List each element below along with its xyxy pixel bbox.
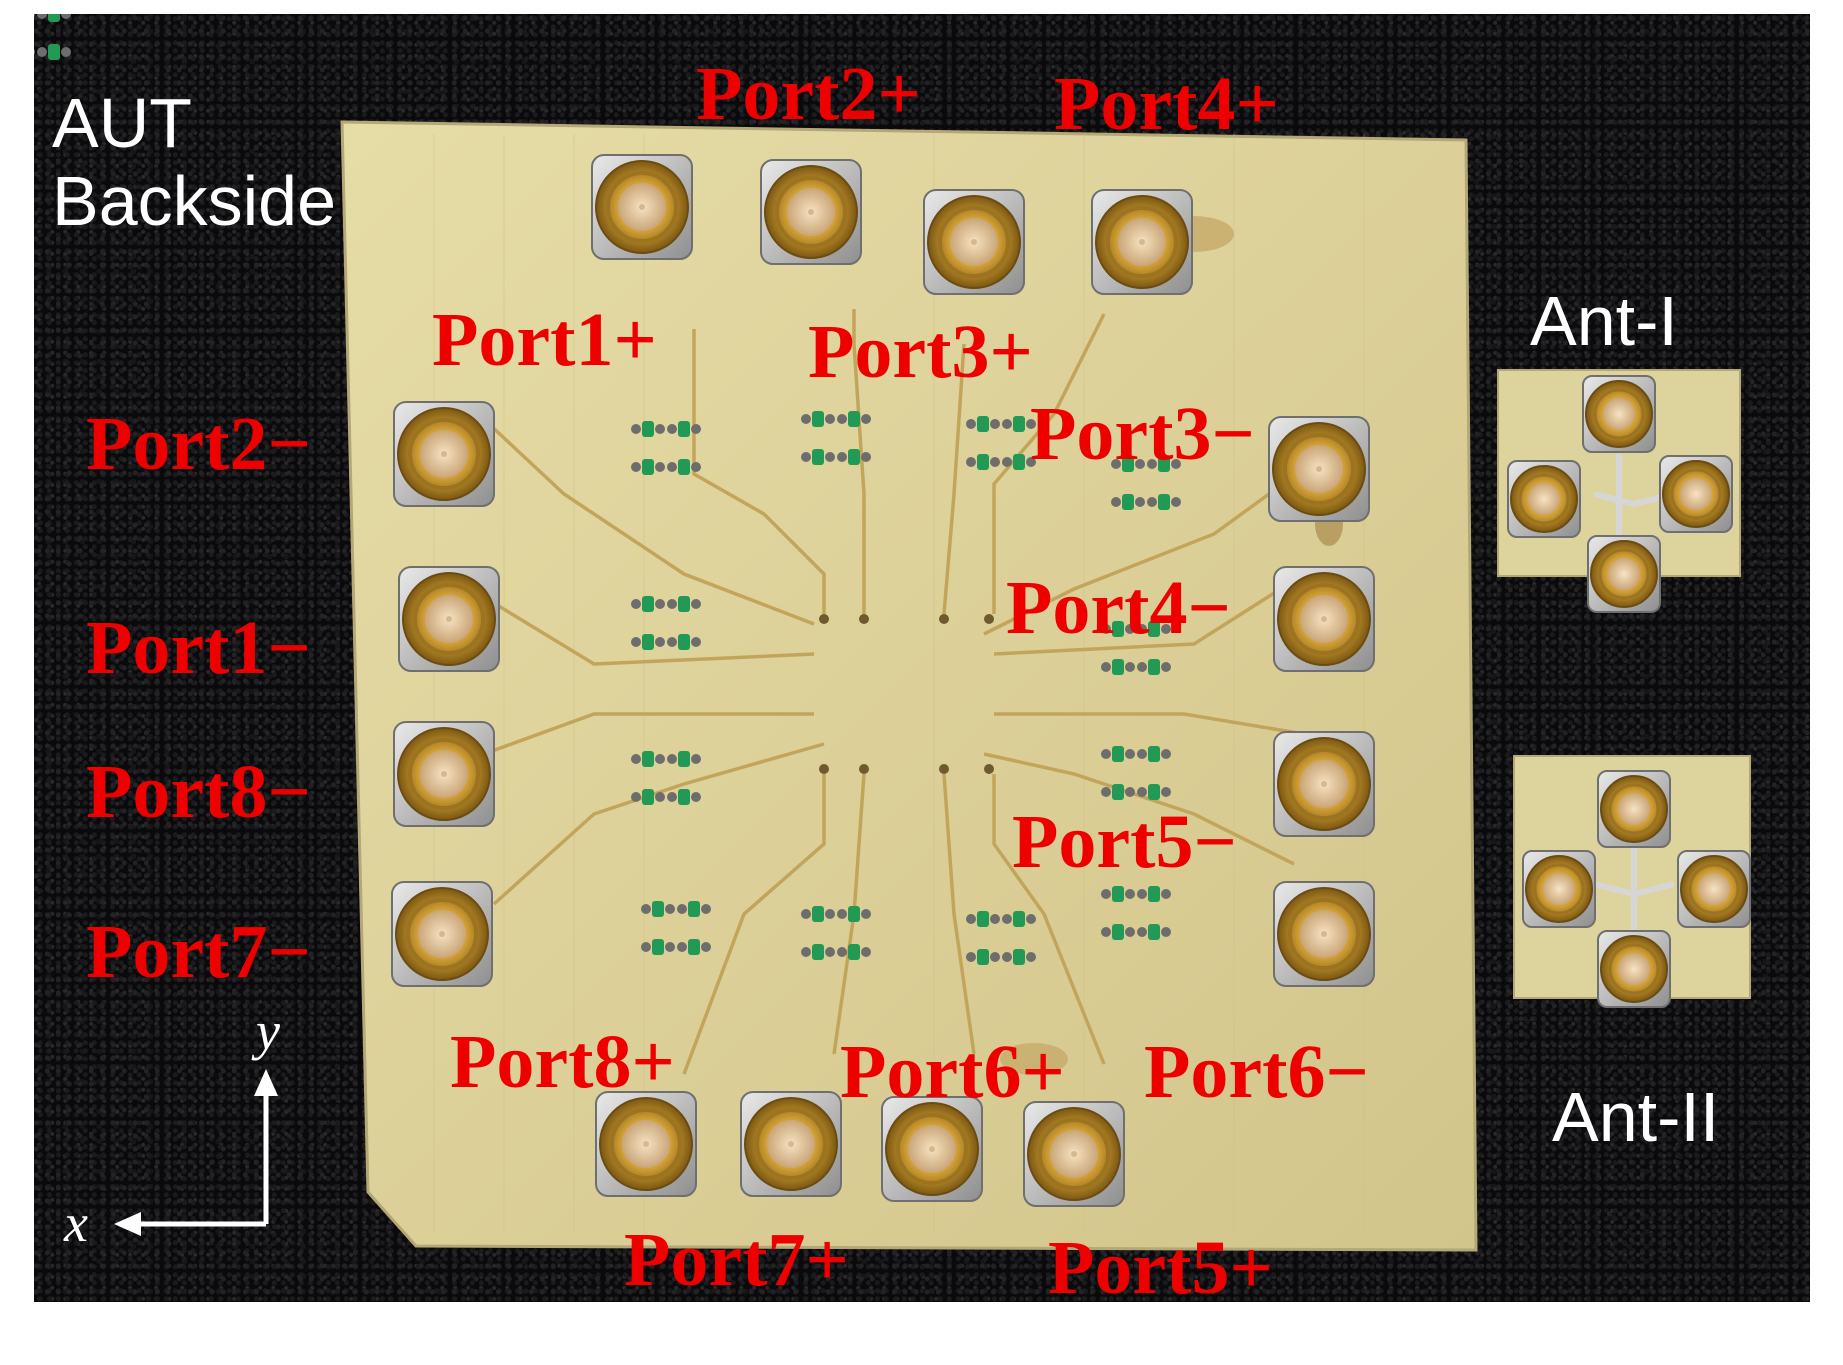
port6-plus-label: Port6+ — [840, 1030, 1065, 1114]
port7-minus-label: Port7− — [86, 910, 311, 994]
ant-i-label: Ant-I — [1530, 282, 1678, 360]
port3-plus-label: Port3+ — [808, 310, 1033, 394]
port7-plus-label: Port7+ — [624, 1218, 849, 1302]
port4-minus-label: Port4− — [1006, 566, 1231, 650]
aut-title: AUT — [52, 84, 192, 162]
port6-minus-label: Port6− — [1144, 1030, 1369, 1114]
port1-minus-label: Port1− — [86, 606, 311, 690]
port8-plus-label: Port8+ — [450, 1020, 675, 1104]
port3-minus-label: Port3− — [1030, 392, 1255, 476]
center-vias — [819, 614, 994, 774]
port4-plus-label: Port4+ — [1054, 62, 1279, 146]
coordinate-axes — [114, 1069, 278, 1236]
scene-svg — [34, 14, 1752, 1252]
balun-components — [34, 14, 1181, 965]
port8-minus-label: Port8− — [86, 750, 311, 834]
ant-i-board — [1497, 369, 1741, 614]
backside-title: Backside — [52, 162, 337, 240]
ant-ii-label: Ant-II — [1552, 1078, 1720, 1156]
axis-y-label: y — [256, 1001, 280, 1061]
port5-minus-label: Port5− — [1012, 800, 1237, 884]
port2-plus-label: Port2+ — [696, 52, 921, 136]
axis-x-label: x — [64, 1193, 88, 1253]
photo-background: AUT Backside Ant-I Ant-II y x Port2+ Por… — [34, 14, 1810, 1302]
port2-minus-label: Port2− — [86, 402, 311, 486]
ant-ii-board — [1513, 755, 1752, 1009]
port1-plus-label: Port1+ — [432, 298, 657, 382]
port5-plus-label: Port5+ — [1048, 1226, 1273, 1302]
